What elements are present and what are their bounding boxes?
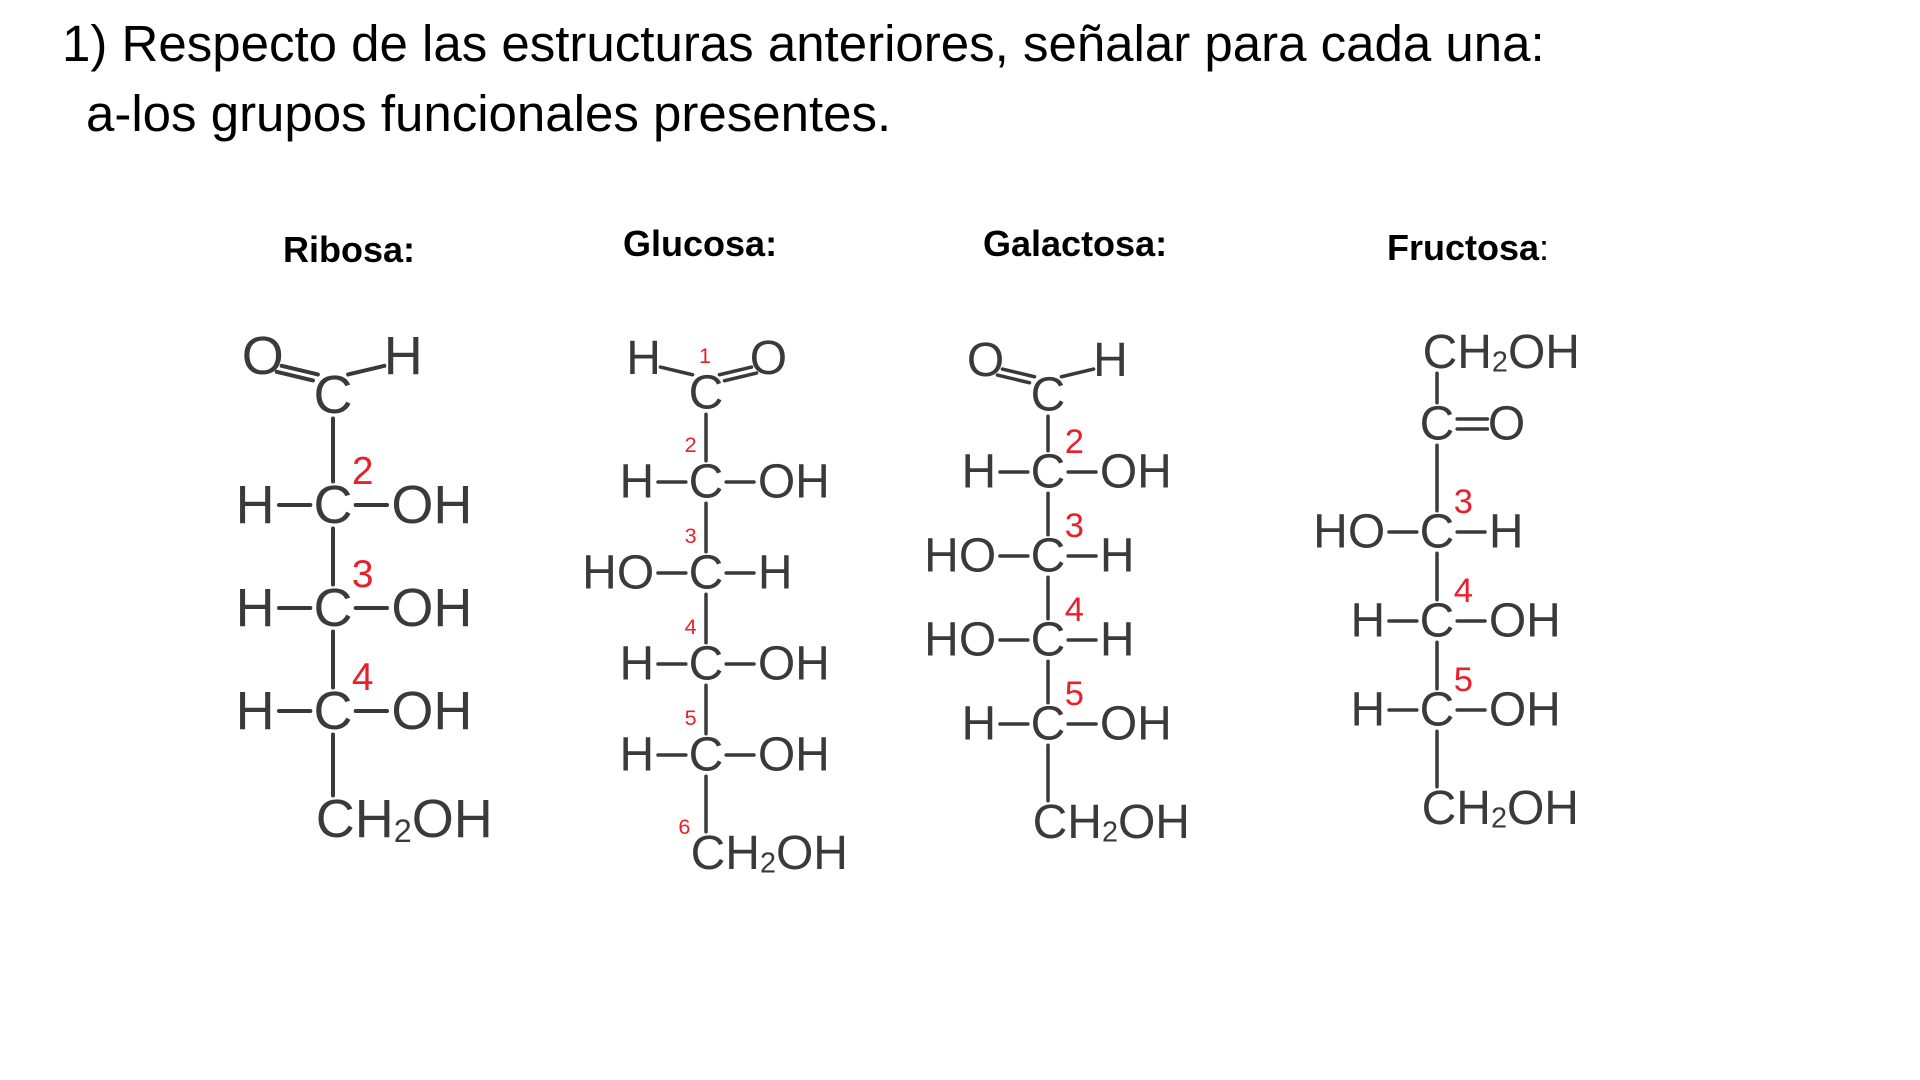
carbon-atom: C (689, 367, 724, 420)
carbon-atom: C (1420, 684, 1455, 737)
carbon-atom: C (1031, 698, 1066, 751)
single-bond (658, 365, 695, 377)
glucosa-title: Glucosa: (623, 223, 778, 264)
hydrogen-atom: H (626, 332, 661, 385)
hydrogen-atom: H (236, 578, 275, 638)
carbon-number: 5 (1454, 661, 1473, 699)
double-bond (717, 365, 754, 377)
carbon-number: 6 (678, 814, 690, 839)
hydrogen-atom: H (384, 326, 423, 386)
hydrogen-atom: H (1350, 595, 1385, 648)
carbon-atom: C (314, 365, 353, 425)
oxygen-atom: O (1488, 398, 1525, 451)
hydroxyl-group: HO (924, 614, 996, 667)
ribosa-title: Ribosa: (283, 229, 416, 270)
hydroxyl-group: OH (758, 729, 830, 782)
carbon-atom: C (689, 547, 724, 600)
bottom-ch2oh: CH2OH (691, 827, 848, 880)
hydroxyl-group: HO (1313, 506, 1385, 559)
hydroxyl-group: OH (758, 456, 830, 509)
hydroxyl-group: OH (1489, 684, 1561, 737)
hydrogen-atom: H (1100, 614, 1135, 667)
carbon-atom: C (1420, 398, 1455, 451)
hydrogen-atom: H (1350, 684, 1385, 737)
carbon-number: 5 (1065, 675, 1084, 713)
double-bond (279, 363, 320, 377)
carbon-number: 3 (1065, 507, 1084, 545)
hydroxyl-group: OH (391, 681, 472, 741)
double-bond (722, 371, 759, 383)
galactosa-title: Galactosa: (983, 223, 1168, 264)
carbon-atom: C (689, 456, 724, 509)
oxygen-atom: O (967, 334, 1004, 387)
carbon-number: 4 (685, 614, 697, 639)
carbon-atom: C (1031, 369, 1066, 422)
slide-title: 1) Respecto de las estructuras anteriore… (62, 15, 1545, 72)
single-bond (1059, 367, 1096, 379)
hydroxyl-group: OH (1100, 446, 1172, 499)
fructosa-title: Fructosa: (1387, 227, 1550, 268)
hydrogen-atom: H (961, 698, 996, 751)
hydrogen-atom: H (961, 446, 996, 499)
carbon-number: 4 (1065, 591, 1084, 629)
carbon-atom: C (1031, 530, 1066, 583)
bottom-ch2oh: CH2OH (316, 789, 493, 849)
double-bond (274, 369, 315, 383)
double-bond (1000, 367, 1037, 379)
carbon-atom: C (689, 638, 724, 691)
oxygen-atom: O (750, 332, 787, 385)
hydroxyl-group: OH (391, 475, 472, 535)
carbon-number: 5 (685, 705, 697, 730)
carbon-number: 2 (685, 432, 697, 457)
carbon-number: 2 (1065, 423, 1084, 461)
hydroxyl-group: HO (582, 547, 654, 600)
carbon-number: 4 (1454, 572, 1473, 610)
carbon-atom: C (1031, 614, 1066, 667)
hydroxyl-group: HO (924, 530, 996, 583)
carbon-atom: C (689, 729, 724, 782)
double-bond (995, 373, 1032, 385)
bottom-ch2oh: CH2OH (1033, 796, 1190, 849)
carbon-number: 3 (1454, 483, 1473, 521)
carbon-atom: C (314, 578, 353, 638)
hydrogen-atom: H (236, 475, 275, 535)
hydrogen-atom: H (236, 681, 275, 741)
top-ch2oh: CH2OH (1423, 326, 1580, 379)
carbon-number: 3 (685, 523, 697, 548)
bottom-ch2oh: CH2OH (1422, 782, 1579, 835)
carbon-atom: C (1420, 506, 1455, 559)
carbon-number: 3 (352, 553, 374, 596)
hydrogen-atom: H (1100, 530, 1135, 583)
carbon-atom: C (1031, 446, 1066, 499)
single-bond (346, 363, 387, 377)
hydrogen-atom: H (619, 456, 654, 509)
hydrogen-atom: H (758, 547, 793, 600)
hydrogen-atom: H (1093, 334, 1128, 387)
oxygen-atom: O (242, 326, 284, 386)
hydrogen-atom: H (1489, 506, 1524, 559)
hydroxyl-group: OH (1489, 595, 1561, 648)
hydroxyl-group: OH (1100, 698, 1172, 751)
hydroxyl-group: OH (391, 578, 472, 638)
hydrogen-atom: H (619, 638, 654, 691)
carbon-number: 4 (352, 656, 374, 699)
slide-subtitle: a-los grupos funcionales presentes. (86, 85, 892, 142)
carbon-atom: C (314, 475, 353, 535)
carbon-atom: C (314, 681, 353, 741)
carbon-atom: C (1420, 595, 1455, 648)
hydrogen-atom: H (619, 729, 654, 782)
carbon-number: 1 (699, 343, 711, 368)
carbon-number: 2 (352, 450, 374, 493)
hydroxyl-group: OH (758, 638, 830, 691)
